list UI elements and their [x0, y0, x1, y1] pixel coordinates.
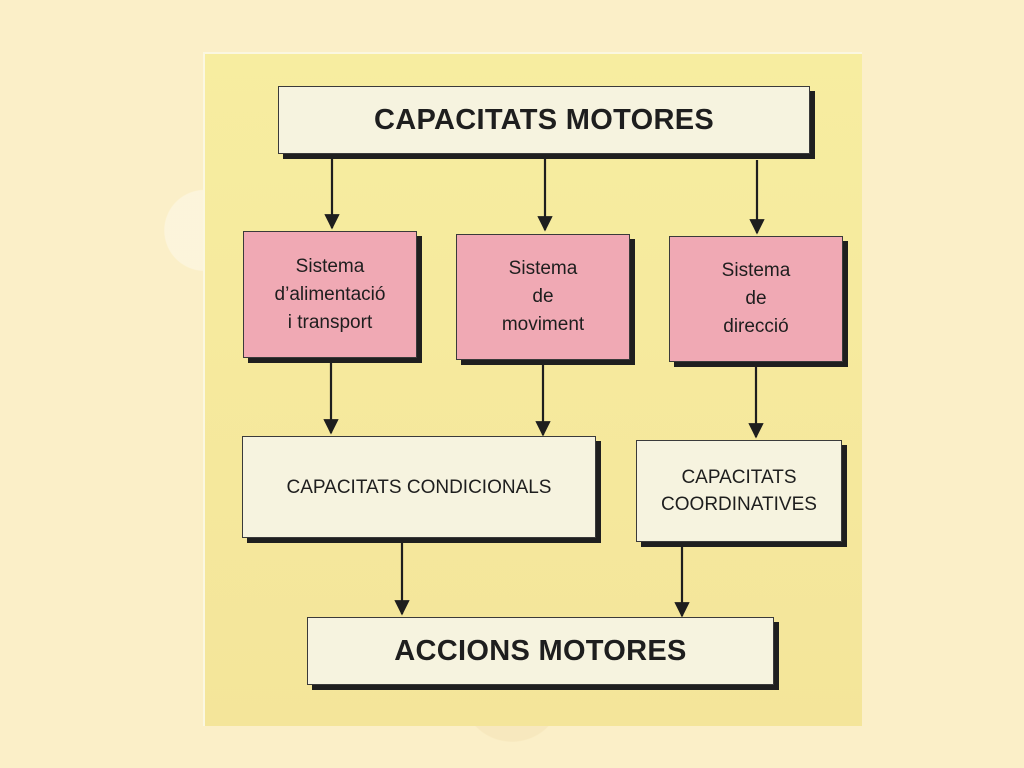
sistema-direccio-line-2: de — [745, 288, 767, 309]
sistema-moviment-line-1: Sistema — [508, 258, 578, 279]
diagram-panel — [203, 52, 862, 726]
capacitats-motores-label: CAPACITATS MOTORES — [374, 103, 714, 136]
sistema-direccio-line-1: Sistema — [721, 260, 791, 281]
capacitats-coordinatives-box: CAPACITATS COORDINATIVES — [636, 440, 842, 542]
capacitats-condicionals-box: CAPACITATS CONDICIONALS — [242, 436, 596, 538]
sistema-alimentacio-box: Sistema d’alimentació i transport — [243, 231, 417, 358]
sistema-direccio-box: Sistema de direcció — [669, 236, 843, 362]
sistema-alimentacio-line-1: Sistema — [295, 255, 365, 277]
sistema-moviment-line-2: de — [532, 286, 554, 307]
capacitats-coordinatives-line-2: COORDINATIVES — [661, 494, 817, 515]
sistema-moviment-line-3: moviment — [501, 314, 585, 335]
accions-motores-box: ACCIONS MOTORES — [307, 617, 774, 685]
sistema-alimentacio-line-2: d’alimentació — [274, 283, 386, 305]
accions-motores-label: ACCIONS MOTORES — [394, 634, 687, 667]
capacitats-motores-box: CAPACITATS MOTORES — [278, 86, 810, 154]
sistema-moviment-box: Sistema de moviment — [456, 234, 630, 360]
sistema-alimentacio-line-3: i transport — [287, 311, 373, 333]
sistema-direccio-line-3: direcció — [723, 316, 789, 337]
capacitats-coordinatives-line-1: CAPACITATS — [681, 467, 797, 488]
capacitats-condicionals-label: CAPACITATS CONDICIONALS — [286, 476, 552, 498]
